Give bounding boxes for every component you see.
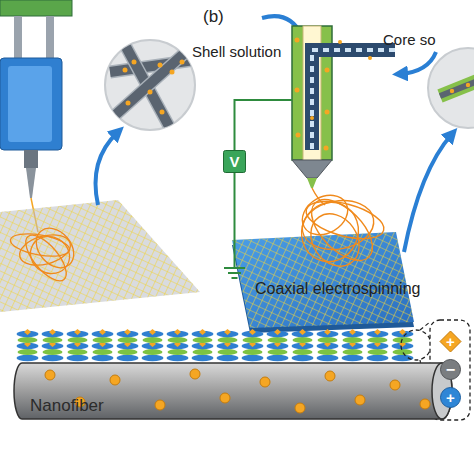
fiber-body [14,363,452,419]
ground-symbol [224,268,245,278]
zoom-arrow [96,132,119,205]
diamond-shape [440,331,461,352]
charge-circle: − [440,359,461,380]
voltage-symbol: V [229,154,239,169]
magnifier-b [428,48,474,128]
component-label: Core so [383,31,436,48]
coaxial-spinneret [292,26,395,188]
fiber-tangle [9,221,82,287]
magnifier-circle [428,48,474,128]
nanoparticle [325,371,335,381]
fiber-tangle [292,187,388,275]
circuit-wire [224,100,292,278]
method-label: Coaxial electrospinning [255,280,420,298]
taylor-cone [307,178,317,188]
nanoparticle [45,370,55,380]
box-shape [224,151,246,173]
nozzle [292,160,332,178]
zoom-circle [401,330,431,360]
collector-a [0,200,200,312]
circle-shape [441,388,461,408]
charge-diamond: + [440,331,461,352]
charge-sign: − [446,362,455,378]
charge-sign: + [446,390,455,405]
nanofiber-label: Nanofiber [30,397,104,414]
voltage-source: V [223,150,246,173]
nanoparticle [110,375,120,385]
solution-level [8,66,52,142]
nanoparticle [355,395,365,405]
nanoparticle [420,399,430,409]
collector-sheet [0,200,200,312]
magnifier-a [105,40,195,130]
flow-arrow [400,52,436,74]
apparatus-rod [14,16,22,60]
component-label: Shell solution [192,43,281,60]
charge-sign: + [446,334,455,349]
apparatus-rod [46,16,54,60]
fiber-mesh [0,200,200,312]
magnifier-circle [105,40,195,130]
panel-label: (b) [203,7,224,27]
solution-tank [0,58,62,150]
charge-circle: + [440,387,461,408]
zoom-box [430,320,470,420]
particles [295,38,373,151]
core-inlet [312,50,395,150]
nanofiber-cylinder: Nanofiber [10,360,455,422]
nanoparticle [390,380,400,390]
needle-tip [26,168,36,198]
nanoparticle [295,403,305,413]
nanoparticle [260,377,270,387]
electrospinning-apparatus [0,0,72,232]
layer-stack [15,326,415,362]
apparatus-top [0,0,72,16]
zoom-arrow [404,134,452,252]
core-flow [312,50,395,150]
nanoparticle [155,400,165,410]
circle-shape [441,360,461,380]
nanoparticle [190,369,200,379]
fiber-close-up [110,45,195,128]
needle-holder [24,150,38,168]
nanoparticle [220,393,230,403]
